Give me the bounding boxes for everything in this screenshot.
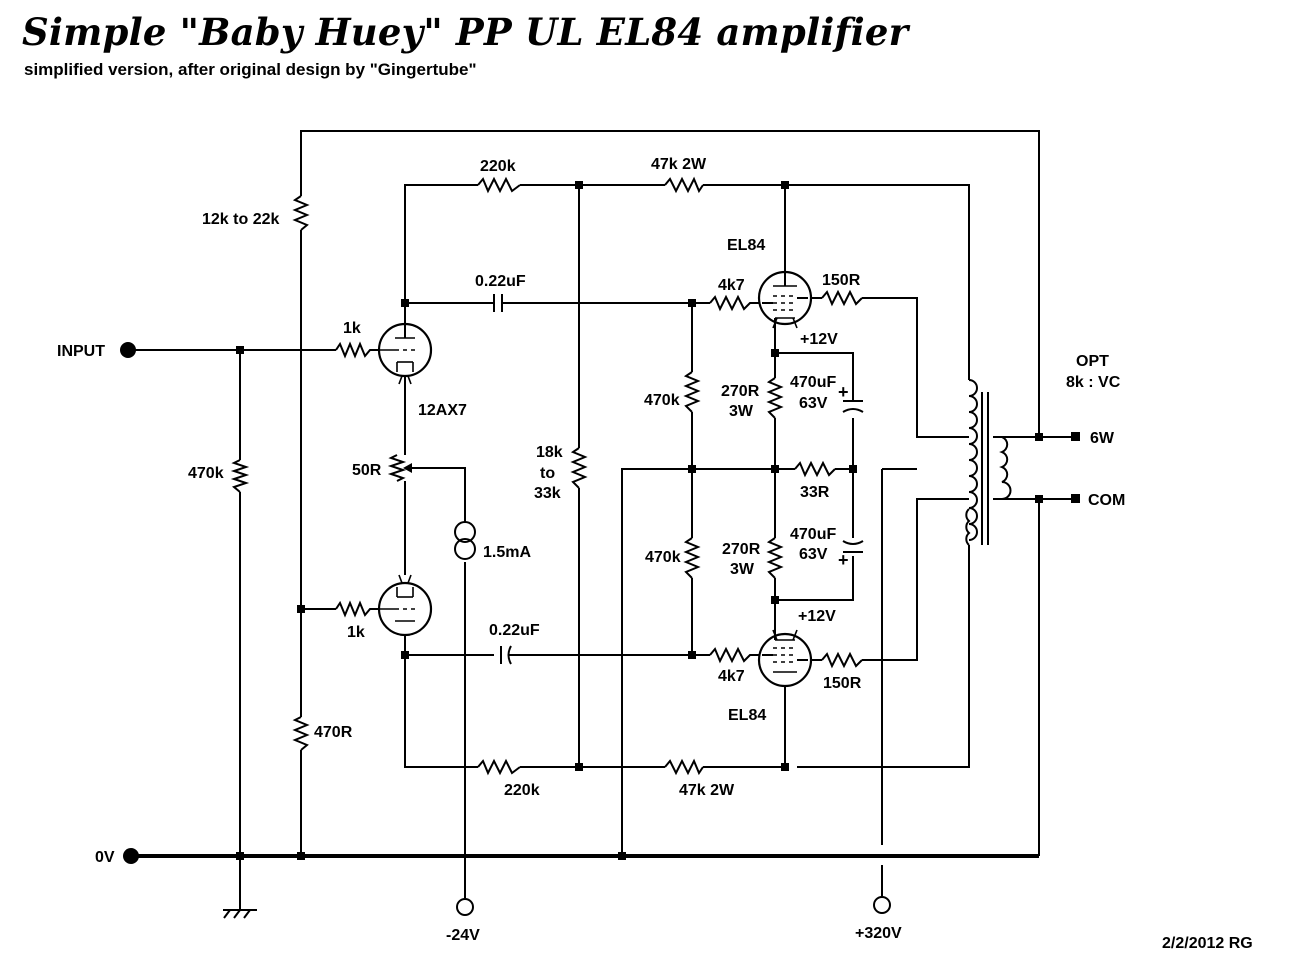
capacitors — [493, 294, 864, 665]
out-com-label: COM — [1088, 492, 1125, 509]
r-220k-bottom-label: 220k — [504, 782, 540, 799]
current-source-icon — [454, 521, 476, 560]
capacitor-022uf-top — [493, 294, 508, 312]
resistor-150r-top — [821, 289, 863, 307]
potentiometer-50r — [387, 454, 412, 482]
r-220k-top-label: 220k — [480, 158, 516, 175]
zero-v-label: 0V — [95, 849, 115, 866]
tube-el84-top-icon — [757, 270, 813, 332]
resistor-470r — [292, 716, 310, 751]
input-terminal — [120, 342, 136, 358]
resistor-1k-top — [335, 341, 378, 359]
pos-320v-terminal — [873, 896, 891, 914]
out-6w-label: 6W — [1090, 430, 1115, 447]
r-470r-label: 470R — [314, 724, 353, 741]
resistor-270r-bottom — [766, 537, 784, 579]
r-4k7-bottom-label: 4k7 — [718, 668, 745, 685]
chassis-ground-icon — [223, 909, 257, 919]
resistor-4k7-top — [709, 294, 754, 312]
c-470u-bottom-label-a: 470uF — [790, 526, 836, 543]
cap-plus-bottom-label: + — [838, 550, 849, 570]
tube-12ax7-top-icon — [377, 320, 433, 388]
r-150r-bottom-label: 150R — [823, 675, 862, 692]
resistor-220k-bottom — [477, 758, 521, 776]
resistor-470k-grid-bottom — [683, 537, 701, 579]
r-47k-top-label: 47k 2W — [651, 156, 707, 173]
r-in-grid-bottom-label: 1k — [347, 624, 365, 641]
resistor-47k-top — [664, 176, 704, 194]
pos-320v-label: +320V — [855, 925, 902, 942]
schematic-title: Simple "Baby Huey" PP UL EL84 amplifier — [22, 10, 909, 54]
c-top-label: 0.22uF — [475, 273, 526, 290]
r-270r-bottom-label-b: 3W — [730, 561, 755, 578]
junction-dots — [236, 181, 1043, 860]
neg-24v-label: -24V — [446, 927, 480, 944]
tube-12ax7-bottom-icon — [377, 574, 433, 655]
resistor-feedback — [292, 195, 310, 231]
capacitor-470uf-bottom — [842, 540, 864, 553]
plus12v-bottom-label: +12V — [798, 608, 836, 625]
tube-el84-bottom-icon — [757, 626, 813, 717]
r-18k-label-a: 18k — [536, 444, 563, 461]
output-transformer — [965, 379, 1012, 546]
tube-12ax7-label: 12AX7 — [418, 402, 467, 419]
r-150r-top-label: 150R — [822, 272, 861, 289]
resistor-33r — [794, 460, 836, 478]
c-470u-bottom-label-b: 63V — [799, 546, 828, 563]
r-270r-top-label-b: 3W — [729, 403, 754, 420]
resistor-18k — [570, 447, 588, 489]
date-label: 2/2/2012 RG — [1162, 935, 1253, 952]
terminals — [120, 342, 1080, 916]
out-6w-terminal — [1071, 432, 1080, 441]
r-feedback-label: 12k to 22k — [202, 211, 279, 228]
opt-label: OPT — [1076, 353, 1109, 370]
plus12v-top-label: +12V — [800, 331, 838, 348]
c-470u-top-label-b: 63V — [799, 395, 828, 412]
r-pot-50r-label: 50R — [352, 462, 382, 479]
resistor-220k-top — [477, 176, 521, 194]
c-470u-top-label-a: 470uF — [790, 374, 836, 391]
zero-v-terminal — [123, 848, 139, 864]
resistor-47k-bottom — [664, 758, 704, 776]
r-in-grid-top-label: 1k — [343, 320, 361, 337]
resistor-1k-bottom — [335, 600, 378, 618]
capacitor-470uf-top — [842, 400, 864, 413]
opt-ratio-label: 8k : VC — [1066, 374, 1121, 391]
r-18k-label-c: 33k — [534, 485, 561, 502]
neg-24v-terminal — [456, 898, 474, 916]
out-com-terminal — [1071, 494, 1080, 503]
input-label: INPUT — [57, 343, 105, 360]
tube-el84-top-label: EL84 — [727, 237, 765, 254]
resistor-270r-top — [766, 377, 784, 419]
resistor-4k7-bottom — [709, 646, 754, 664]
r-270r-top-label-a: 270R — [721, 383, 760, 400]
schematic-subtitle: simplified version, after original desig… — [24, 60, 477, 79]
resistor-470k-grid-top — [683, 371, 701, 413]
wiring — [128, 130, 1075, 910]
cap-plus-top-label: + — [838, 382, 849, 402]
c-bottom-label: 0.22uF — [489, 622, 540, 639]
current-source-label: 1.5mA — [483, 544, 531, 561]
r-grid-470k-top-label: 470k — [644, 392, 680, 409]
labels: INPUT 0V -24V +320V OPT 8k : VC 6W COM 1… — [57, 156, 1253, 952]
r-47k-bottom-label: 47k 2W — [679, 782, 735, 799]
resistor-150r-bottom — [821, 651, 863, 669]
resistors — [230, 176, 863, 776]
r-input-470k-label: 470k — [188, 465, 224, 482]
capacitor-022uf-bottom — [500, 645, 512, 665]
tube-el84-bottom-label: EL84 — [728, 707, 766, 724]
r-270r-bottom-label-a: 270R — [722, 541, 761, 558]
r-grid-470k-bottom-label: 470k — [645, 549, 681, 566]
r-33r-label: 33R — [800, 484, 830, 501]
r-4k7-top-label: 4k7 — [718, 277, 745, 294]
resistor-470k-input — [230, 459, 250, 493]
r-18k-label-b: to — [540, 465, 555, 482]
